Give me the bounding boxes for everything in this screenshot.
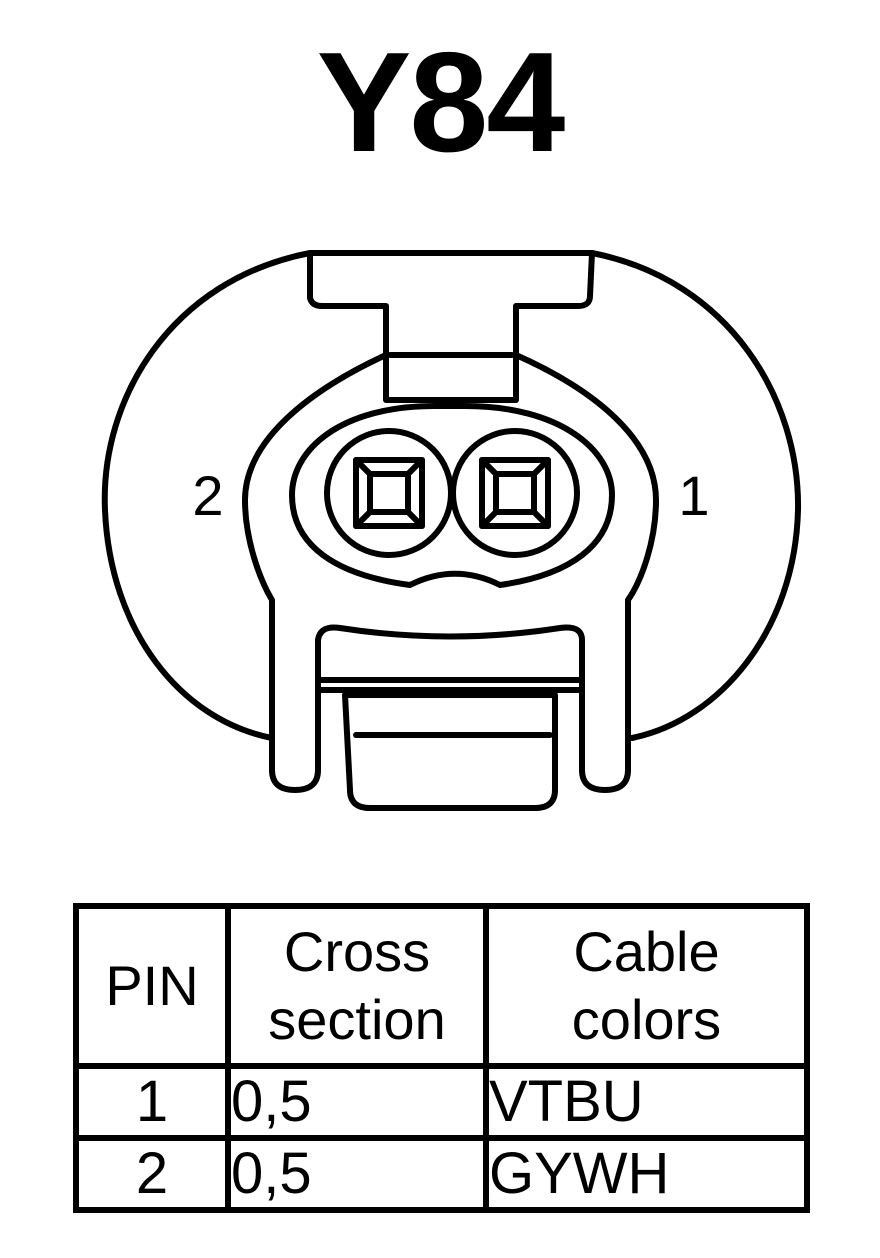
terminal-1-ring <box>450 428 580 558</box>
table-row: 2 0,5 GYWH <box>73 1135 810 1213</box>
pin-1-label: 1 <box>678 464 709 527</box>
connector-title: Y84 <box>316 23 566 182</box>
lock-tab-inner <box>342 692 558 811</box>
pin-assignment-table: PIN Cross section Cable colors 1 0,5 VTB… <box>73 902 810 1213</box>
header-cable-colors-line-1: Cable <box>573 920 720 984</box>
housing-right-arc <box>589 250 802 741</box>
row-1-cross-section: 0,5 <box>225 1063 489 1142</box>
header-cross-section-line-1: Cross <box>283 920 431 984</box>
row-1-pin: 1 <box>73 1063 231 1142</box>
terminal-2-square <box>353 457 425 529</box>
lock-tab <box>315 624 585 693</box>
row-2-cross-section: 0,5 <box>225 1135 489 1213</box>
pin-2-label: 2 <box>192 464 223 527</box>
header-cross-section-line-2: section <box>268 988 446 1052</box>
header-cross-section: Cross section <box>225 902 489 1070</box>
terminal-2-ring <box>324 428 454 558</box>
row-1-cable-color: VTBU <box>483 1063 810 1142</box>
header-cable-colors: Cable colors <box>483 902 810 1070</box>
row-2-pin: 2 <box>73 1135 231 1213</box>
header-pin: PIN <box>73 902 231 1070</box>
terminal-1-square <box>479 457 551 529</box>
terminal-surround <box>289 403 615 588</box>
inner-body <box>242 352 659 793</box>
table-header-row: PIN Cross section Cable colors <box>73 902 810 1070</box>
housing-left-arc <box>101 250 313 741</box>
top-latch <box>307 250 595 403</box>
connector-drawing: 2 1 <box>101 250 802 811</box>
header-cable-colors-line-2: colors <box>571 988 722 1052</box>
table-row: 1 0,5 VTBU <box>73 1063 810 1142</box>
row-2-cable-color: GYWH <box>483 1135 810 1213</box>
